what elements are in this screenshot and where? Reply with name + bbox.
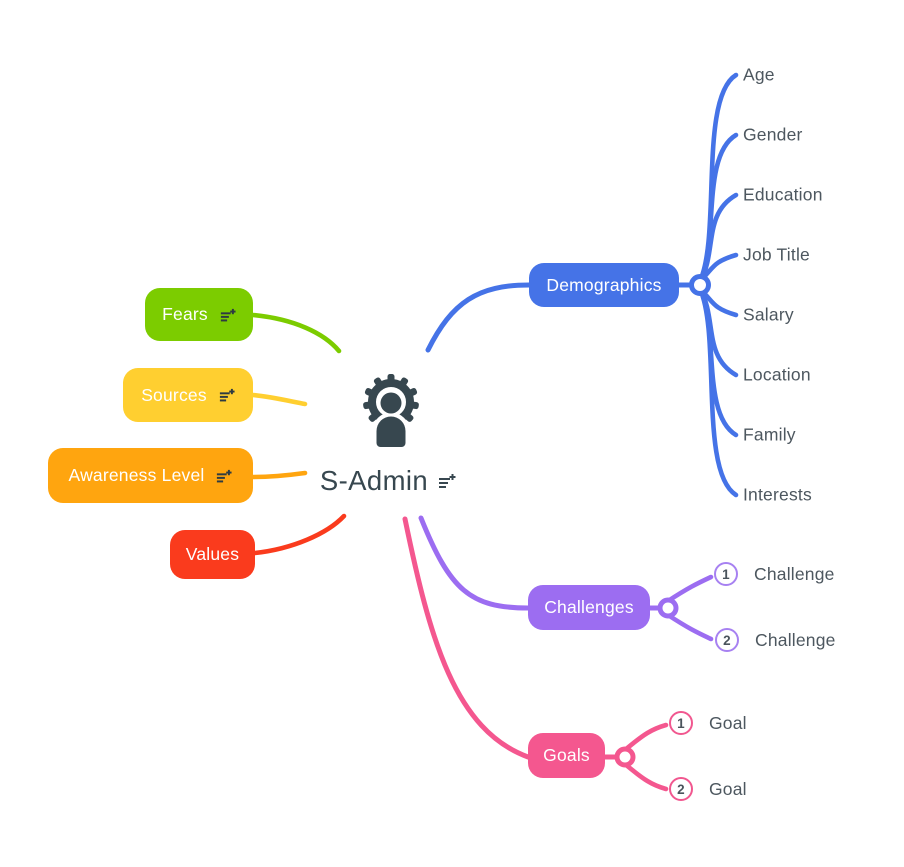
- node-label: Sources: [141, 384, 207, 405]
- node-awareness-level[interactable]: Awareness Level: [48, 448, 253, 503]
- node-label: Awareness Level: [68, 465, 205, 485]
- leaf-gender[interactable]: Gender: [743, 124, 803, 145]
- node-label: Demographics: [546, 274, 662, 295]
- leaf-label: Goal: [709, 778, 747, 799]
- leaf-family[interactable]: Family: [743, 424, 796, 445]
- leaf-job-title[interactable]: Job Title: [743, 244, 810, 265]
- leaf-education[interactable]: Education: [743, 184, 823, 205]
- number-badge-1: 1: [714, 562, 738, 586]
- branch-goals: [402, 516, 531, 760]
- number-badge-2: 2: [669, 777, 693, 801]
- branch-challenges: [418, 515, 531, 611]
- branch-sources: [250, 392, 308, 407]
- branch-education: [697, 192, 739, 285]
- add-notes-icon[interactable]: [438, 473, 456, 496]
- node-label: Challenges: [544, 597, 634, 617]
- root-node-icon[interactable]: [352, 369, 430, 454]
- node-demographics[interactable]: Demographics: [529, 263, 679, 307]
- root-node-label[interactable]: S-Admin: [319, 465, 429, 496]
- leaf-goal-2[interactable]: 2 Goal: [669, 777, 747, 801]
- branch-goal-1: [622, 722, 669, 753]
- branch-challenge-1: [665, 574, 714, 604]
- node-label: Goals: [543, 745, 590, 765]
- branch-demographics: [425, 282, 532, 353]
- branch-age: [697, 72, 739, 284]
- goals-collapse-toggle[interactable]: [614, 746, 636, 768]
- leaf-challenge-1[interactable]: 1 Challenge: [714, 562, 835, 586]
- branch-challenge-2: [665, 612, 714, 642]
- node-goals[interactable]: Goals: [528, 733, 605, 778]
- leaf-challenge-2[interactable]: 2 Challenge: [715, 628, 836, 652]
- add-notes-icon[interactable]: [220, 308, 236, 324]
- leaf-interests[interactable]: Interests: [743, 484, 812, 505]
- leaf-salary[interactable]: Salary: [743, 304, 794, 325]
- leaf-label: Challenge: [754, 563, 835, 584]
- branch-values: [252, 513, 347, 556]
- leaf-label: Goal: [709, 712, 747, 733]
- challenges-collapse-toggle[interactable]: [657, 597, 679, 619]
- number-badge-1: 1: [669, 711, 693, 735]
- leaf-label: Challenge: [755, 629, 836, 650]
- add-notes-icon[interactable]: [216, 469, 233, 485]
- leaf-location[interactable]: Location: [743, 364, 811, 385]
- node-fears[interactable]: Fears: [145, 288, 253, 341]
- admin-gear-person-icon: [363, 374, 419, 451]
- number-badge-2: 2: [715, 628, 739, 652]
- leaf-age[interactable]: Age: [743, 64, 775, 85]
- leaf-goal-1[interactable]: 1 Goal: [669, 711, 747, 735]
- demographics-collapse-toggle[interactable]: [689, 274, 711, 296]
- add-notes-icon[interactable]: [219, 388, 235, 404]
- branch-fears: [250, 312, 342, 354]
- branch-goal-2: [622, 761, 669, 792]
- node-label: Values: [185, 544, 240, 564]
- node-label: Fears: [162, 304, 208, 324]
- branch-awareness: [250, 470, 308, 480]
- node-sources[interactable]: Sources: [123, 368, 253, 422]
- node-values[interactable]: Values: [170, 530, 255, 579]
- branch-interests: [697, 286, 739, 498]
- node-challenges[interactable]: Challenges: [528, 585, 650, 630]
